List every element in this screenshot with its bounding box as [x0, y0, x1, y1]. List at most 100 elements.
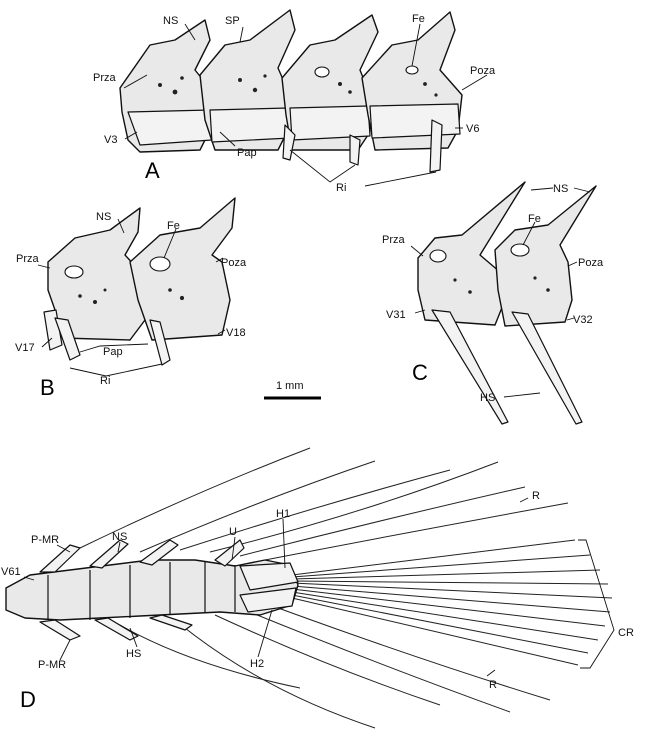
panel-a-letter: A — [145, 158, 160, 183]
panel-a-ns-label: NS — [163, 15, 178, 27]
panel-a-v3-leader — [124, 131, 138, 140]
panel-a-v3-label: V3 — [104, 134, 117, 146]
panel-d-ns-leader — [117, 541, 121, 553]
panel-a-ri-leader-2 — [364, 171, 437, 187]
panel-c-ns-leader-1 — [530, 187, 554, 191]
panel-b-v17-label: V17 — [15, 342, 35, 354]
panel-b-foramen-2 — [149, 256, 171, 272]
panel-a-centrum-1 — [127, 109, 213, 146]
panel-b-ns-label: NS — [96, 211, 111, 223]
panel-a-prza-leader — [123, 74, 148, 89]
panel-d-hypural-2 — [239, 587, 297, 613]
panel-b-pits — [78, 288, 185, 304]
panel-c-hs-leader — [503, 392, 541, 398]
panel-b-ns-leader — [117, 218, 125, 234]
panel-d-hs-label: HS — [126, 648, 141, 660]
scale-bar: 1 mm — [264, 380, 321, 400]
panel-d-p-mr-bottom-leader — [59, 639, 71, 661]
panel-c-hs-label: HS — [480, 392, 495, 404]
panel-b-poza-label: Poza — [221, 257, 247, 269]
panel-c-prza-label: Prza — [382, 234, 406, 246]
panel-d-h2-leader — [257, 609, 273, 658]
panel-c-pits — [453, 276, 550, 294]
panel-b-v17-leader — [41, 337, 53, 348]
panel-c: NS Fe Prza Poza V31 V32 HS C — [382, 181, 604, 425]
panel-c-foramen-2 — [510, 243, 530, 257]
panel-a-prza-label: Prza — [93, 72, 117, 84]
panel-d-p-mr-top-leader — [56, 544, 71, 553]
panel-d-h2-label: H2 — [250, 658, 264, 670]
panel-c-prza-leader — [410, 245, 424, 257]
panel-b-fe-label: Fe — [167, 220, 180, 232]
panel-a-pap-leader — [219, 131, 236, 147]
panel-a-foramen-3 — [314, 66, 330, 78]
panel-b: NS Fe Prza Poza V17 V18 Pap Ri B — [15, 197, 247, 400]
panel-c-v32-leader — [566, 317, 575, 321]
panel-b-rib-1 — [54, 317, 81, 361]
panel-d-letter: D — [20, 687, 36, 712]
panel-d-cr-bracket — [578, 539, 615, 669]
panel-d-r-top-leader — [519, 497, 529, 503]
panel-d-ray — [209, 461, 499, 553]
panel-c-v31-leader — [414, 309, 426, 314]
panel-b-v18-leader — [217, 329, 226, 335]
panel-c-ns-label: NS — [553, 183, 568, 195]
panel-d-hypural-1 — [239, 562, 299, 591]
panel-c-poza-label: Poza — [578, 257, 604, 269]
panel-a-pits — [158, 74, 438, 97]
panel-d-dorsal-rays — [79, 447, 569, 561]
panel-c-vertebra-2 — [494, 185, 597, 327]
panel-c-fe-label: Fe — [528, 213, 541, 225]
panel-a-poza-label: Poza — [470, 65, 496, 77]
panel-d-spines — [39, 539, 193, 641]
panel-d-p-mr-bottom-label: P-MR — [38, 659, 66, 671]
panel-b-foramen-1 — [64, 265, 84, 279]
panel-b-ri-label: Ri — [100, 375, 110, 387]
scale-bar-label: 1 mm — [276, 380, 304, 392]
panel-c-v31-label: V31 — [386, 309, 406, 321]
panel-d: P-MR V61 NS U H1 R CR P-MR HS H2 R D — [1, 447, 634, 729]
panel-a-fe-leader — [411, 23, 421, 67]
panel-a-rib-1 — [282, 124, 296, 161]
panel-c-haemal-spine-1 — [431, 309, 509, 425]
panel-d-v61-label: V61 — [1, 566, 21, 578]
panel-a-sp-leader — [239, 26, 244, 43]
panel-a-centrum-4 — [369, 103, 461, 139]
panel-a-poza-leader — [461, 74, 488, 91]
panel-c-haemal-spine-2 — [511, 311, 583, 425]
panel-b-letter: B — [40, 375, 55, 400]
panel-a-ns-leader — [184, 23, 196, 41]
panel-a-ri-leader-1 — [289, 149, 356, 183]
panel-a-v6-label: V6 — [466, 123, 479, 135]
panel-a-pap-label: Pap — [237, 147, 257, 159]
panel-d-ray — [179, 469, 451, 551]
panel-b-vertebra-2 — [129, 197, 236, 341]
panel-d-u-label: U — [229, 526, 237, 538]
panel-d-r-bottom-label: R — [489, 679, 497, 691]
panel-d-ray — [139, 460, 376, 553]
panel-d-p-mr-top-label: P-MR — [31, 534, 59, 546]
panel-b-pap-leader — [79, 343, 149, 353]
panel-a: NS SP Fe Prza Poza V3 V6 Pap Ri A — [93, 9, 496, 194]
panel-d-h1-leader — [282, 518, 286, 569]
panel-c-letter: C — [412, 360, 428, 385]
panel-b-pap-label: Pap — [103, 346, 123, 358]
panel-d-r-top-label: R — [532, 490, 540, 502]
panel-b-v18-label: V18 — [226, 327, 246, 339]
panel-b-rib-2 — [149, 319, 171, 366]
panel-d-v61-leader — [23, 576, 35, 581]
panel-a-centrum-2 — [209, 107, 291, 143]
panel-d-uroneural — [214, 539, 245, 567]
panel-a-sp-label: SP — [225, 15, 240, 27]
panel-c-fe-leader — [522, 221, 536, 246]
panel-b-ri-leader — [69, 363, 163, 377]
panel-d-hs-leader — [129, 627, 138, 648]
panel-c-foramen-1 — [429, 249, 447, 263]
panel-d-cr-label: CR — [618, 627, 634, 639]
panel-c-ns-leader-2 — [573, 187, 591, 193]
panel-a-rib-2 — [349, 134, 361, 166]
panel-d-u-leader — [231, 536, 236, 561]
panel-b-fe-leader — [163, 228, 177, 259]
panel-a-foramen-4 — [405, 65, 419, 75]
